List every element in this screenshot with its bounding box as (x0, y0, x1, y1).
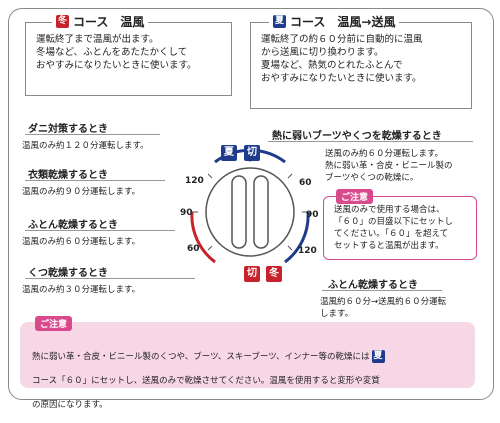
divider (25, 278, 195, 279)
right-caution-box: ご注意 送風のみで使用する場合は、 「６０」の目盛以下にセットし てください。「… (323, 189, 477, 260)
bottom-caution-text: 熱に弱い革・合皮・ビニール製のくつや、ブーツ、スキーブーツ、インナー等の乾燥には… (32, 338, 470, 423)
dial-arc-right (284, 211, 310, 264)
dial-tick-left-90: 90 (180, 208, 193, 218)
summer-course-box: 夏 コース 温風→送風 運転終了の約６０分前に自動的に温風 から送風に切り換わり… (250, 13, 472, 109)
left-desc-futon: 温風のみ約６０分運転します。 (22, 237, 141, 247)
summer-course-title: 夏 コース 温風→送風 (269, 13, 400, 30)
winter-title-text: コース 温風 (73, 15, 145, 29)
bottom-caution-line-3: の原因になります。 (32, 400, 108, 410)
dial-winter-tag: 冬 (266, 266, 282, 282)
left-desc-mite: 温風のみ約１２０分運転します。 (22, 141, 149, 151)
dial-knob[interactable] (205, 167, 295, 257)
right-caution-text: 送風のみで使用する場合は、 「６０」の目盛以下にセットし てください。「６０」を… (334, 205, 454, 251)
divider (25, 134, 160, 135)
dial-off-tag-top: 切 (244, 145, 260, 161)
left-label-shoes: くつ乾燥するとき (28, 268, 108, 279)
right-caution-tag: ご注意 (336, 189, 374, 204)
left-label-clothes: 衣類乾燥するとき (28, 170, 108, 181)
divider (25, 180, 165, 181)
winter-tag: 冬 (56, 15, 69, 28)
bottom-caution-box: ご注意 熱に弱い革・合皮・ビニール製のくつや、ブーツ、スキーブーツ、インナー等の… (20, 316, 475, 410)
dial-tick-right-120: 120 (298, 246, 317, 256)
winter-course-title: 冬 コース 温風 (52, 13, 149, 30)
right-desc-futon: 温風約６０分→送風約６０分運転 します。 (320, 297, 447, 319)
summer-tag: 夏 (273, 15, 286, 28)
bottom-caution-line-1-text: 熱に弱い革・合皮・ビニール製のくつや、ブーツ、スキーブーツ、インナー等の乾燥には (32, 352, 370, 362)
dial-winter-arc-left (190, 211, 216, 264)
right-desc-boots: 送風のみ約６０分運転します。 熱に弱い革・合皮・ビニール製の ブーツやくつの乾燥… (325, 149, 453, 183)
bottom-caution-line-2: コース「６０」にセットし、送風のみで乾燥させてください。温風を使用すると変形や変… (32, 376, 380, 386)
bottom-summer-tag: 夏 (371, 350, 385, 363)
left-desc-shoes: 温風のみ約３０分運転します。 (22, 285, 141, 295)
winter-course-box: 冬 コース 温風 運転終了まで温風が出ます。 冬場など、ふとんをあたたかくして … (25, 13, 232, 96)
timer-dial (190, 148, 310, 264)
summer-title-text: コース 温風→送風 (290, 15, 396, 29)
right-label-boots: 熱に弱いブーツやくつを乾燥するとき (272, 131, 442, 142)
dial-tick-left-120: 120 (185, 176, 204, 186)
dial-tick-left-60: 60 (187, 244, 200, 254)
right-label-futon: ふとん乾燥するとき (328, 280, 418, 291)
dial-ticks (192, 156, 308, 251)
dial-summer-tag: 夏 (221, 145, 237, 161)
left-desc-clothes: 温風のみ約９０分運転します。 (22, 187, 141, 197)
left-label-mite: ダニ対策するとき (28, 124, 108, 135)
summer-course-text: 運転終了の約６０分前に自動的に温風 から送風に切り換わります。 夏場など、熱気の… (261, 34, 423, 84)
divider (25, 230, 175, 231)
divider (322, 290, 442, 291)
divider (268, 141, 473, 142)
dial-tick-right-60: 60 (299, 178, 312, 188)
bottom-caution-tag: ご注意 (35, 316, 73, 331)
bottom-caution-line-1: 熱に弱い革・合皮・ビニール製のくつや、ブーツ、スキーブーツ、インナー等の乾燥には… (32, 350, 470, 363)
dial-grip-left (231, 175, 247, 249)
dial-off-tag-bottom: 切 (244, 266, 260, 282)
left-label-futon: ふとん乾燥するとき (28, 220, 118, 231)
dial-grip-right (253, 175, 269, 249)
winter-course-text: 運転終了まで温風が出ます。 冬場など、ふとんをあたたかくして おやすみになりたい… (36, 34, 197, 71)
dial-tick-right-90: 90 (306, 210, 319, 220)
